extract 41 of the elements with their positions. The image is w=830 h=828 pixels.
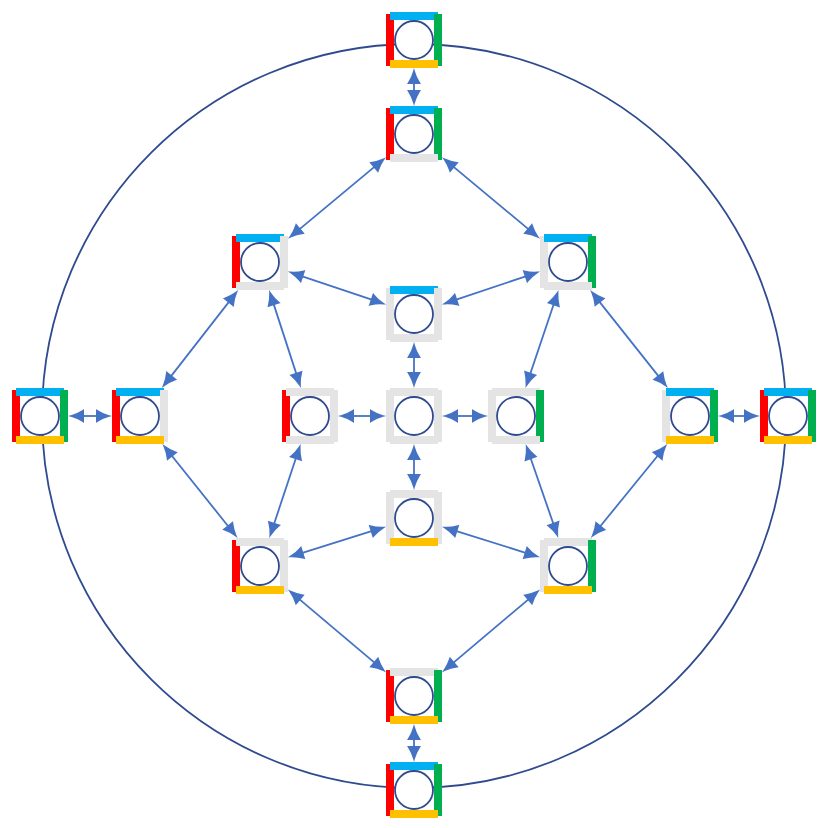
- router-icon: [540, 234, 596, 290]
- router-icon: [386, 12, 442, 68]
- arrow: [524, 292, 560, 386]
- router-icon: [488, 388, 544, 444]
- router-icon: [386, 388, 442, 444]
- arrow: [290, 525, 384, 559]
- router-icon: [386, 668, 442, 724]
- router-icon: [386, 490, 442, 546]
- arrow: [162, 291, 238, 387]
- arrow: [268, 446, 302, 536]
- arrow: [407, 446, 421, 488]
- router-icon: [760, 388, 816, 444]
- arrow: [163, 445, 237, 537]
- arrow: [444, 409, 486, 423]
- arrow: [444, 270, 538, 306]
- router-icon: [232, 538, 288, 594]
- router-icon: [386, 106, 442, 162]
- router-icon: [12, 388, 68, 444]
- router-icon: [112, 388, 168, 444]
- arrow: [289, 590, 385, 672]
- router-icon: [662, 388, 718, 444]
- router-icon: [282, 388, 338, 444]
- arrow: [340, 409, 384, 423]
- arrow: [443, 158, 539, 238]
- arrow: [720, 409, 758, 423]
- arrow: [407, 70, 421, 104]
- arrow: [591, 445, 667, 537]
- router-icon: [540, 538, 596, 594]
- arrow: [444, 525, 538, 559]
- arrow: [407, 726, 421, 760]
- arrow: [591, 291, 667, 387]
- arrow: [407, 344, 421, 386]
- router-icon: [386, 762, 442, 818]
- arrow: [443, 590, 539, 672]
- router-icon: [232, 234, 288, 290]
- router-icon: [386, 286, 442, 342]
- arrow: [289, 158, 385, 238]
- arrow: [290, 270, 384, 306]
- arrow: [70, 409, 110, 423]
- arrow: [524, 446, 560, 536]
- arrow: [267, 292, 303, 386]
